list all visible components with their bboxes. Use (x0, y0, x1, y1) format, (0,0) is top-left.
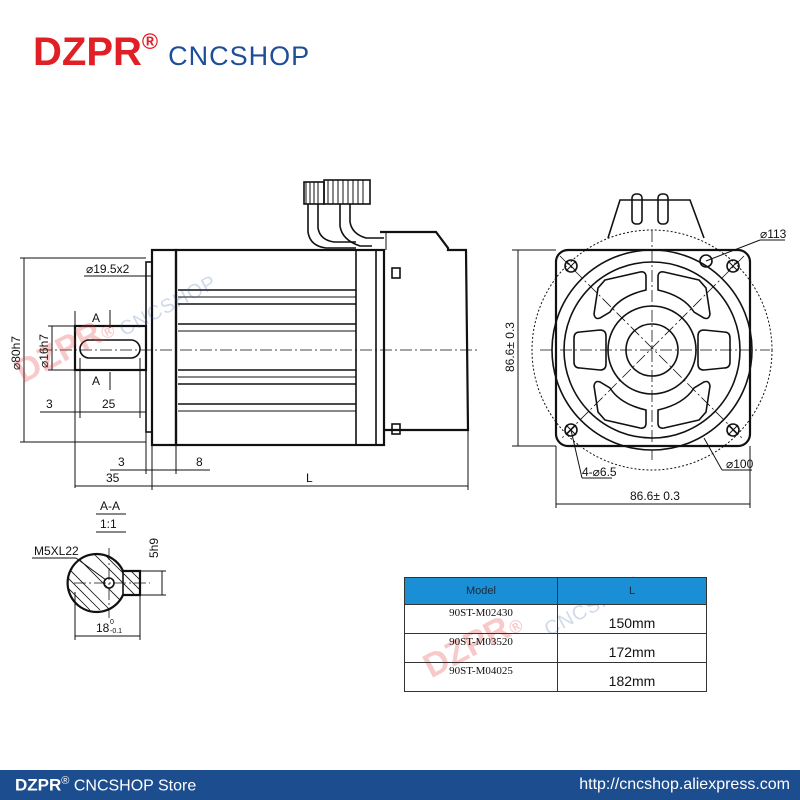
footer-brand: DZPR (15, 775, 62, 795)
table-header-model: Model (404, 577, 558, 605)
table-row: 90ST-M04025 182mm (404, 662, 707, 692)
dim-thread: M5XL22 (34, 544, 79, 558)
dim-flange-thickness: 8 (196, 455, 203, 469)
dim-shaft-offset: 3 (46, 397, 53, 411)
table-cell-model: 90ST-M02430 (404, 604, 558, 634)
table-cell-length: 182mm (557, 662, 707, 692)
footer-url[interactable]: http://cncshop.aliexpress.com (579, 776, 790, 793)
technical-drawing: A A ⌀19.5x2 ⌀80h7 ⌀16h7 3 25 3 8 35 L (9, 179, 787, 640)
table-header-row: Model L (404, 577, 707, 605)
cable-connectors (303, 179, 384, 249)
section-mark-a-bottom: A (92, 374, 100, 388)
dim-pcd-100: ⌀100 (726, 457, 754, 471)
table-cell-length: 150mm (557, 604, 707, 634)
model-length-table: Model L 90ST-M02430 150mm 90ST-M03520 17… (404, 577, 707, 692)
dim-front-height: 86.6± 0.3 (503, 322, 517, 372)
brand-shop-name: CNCSHOP (168, 41, 311, 71)
table-header-length: L (557, 577, 707, 605)
section-scale: 1:1 (100, 517, 117, 531)
dim-spigot-depth: 3 (118, 455, 125, 469)
table-cell-model: 90ST-M04025 (404, 662, 558, 692)
dim-shaft-key-tol-upper: 0 (110, 619, 114, 626)
table-row: 90ST-M02430 150mm (404, 604, 707, 634)
dim-flange-dia: ⌀19.5x2 (86, 262, 130, 276)
table-cell-model: 90ST-M03520 (404, 633, 558, 663)
footer-store-name: CNCSHOP Store (73, 777, 197, 795)
section-mark-a-top: A (92, 311, 100, 325)
dim-shaft-total: 35 (106, 471, 120, 485)
side-view: A A ⌀19.5x2 ⌀80h7 ⌀16h7 3 25 3 8 35 L (9, 179, 480, 490)
footer-bar: DZPR® CNCSHOP Store http://cncshop.aliex… (0, 770, 800, 800)
footer-store: DZPR® CNCSHOP Store (15, 775, 196, 795)
section-title: A-A (100, 499, 120, 513)
dim-shaft-key-tol-lower: -0.1 (110, 628, 122, 635)
table-row: 90ST-M03520 172mm (404, 633, 707, 663)
dim-key-width: 5h9 (147, 538, 161, 558)
dim-shaft: ⌀16h7 (37, 334, 51, 368)
brand-header: DZPR ® CNCSHOP (33, 29, 311, 80)
dim-front-width: 86.6± 0.3 (630, 489, 680, 503)
table-cell-length: 172mm (557, 633, 707, 663)
dim-key-length: 25 (102, 397, 116, 411)
dim-shaft-key-depth: 18 (96, 621, 110, 635)
dim-mount-holes: 4-⌀6.5 (582, 465, 617, 479)
section-a-a: A-A 1:1 M5XL22 (32, 499, 166, 640)
footer-reg: ® (61, 774, 70, 787)
brand-registered-mark: ® (141, 29, 159, 54)
front-view: ⌀113 4-⌀6.5 ⌀100 86.6± 0.3 86.6± 0.3 (503, 193, 787, 508)
dim-pcd-113: ⌀113 (760, 227, 787, 241)
brand-logo: DZPR (33, 30, 142, 74)
dim-spigot: ⌀80h7 (9, 336, 23, 370)
dim-length-l: L (306, 471, 313, 485)
